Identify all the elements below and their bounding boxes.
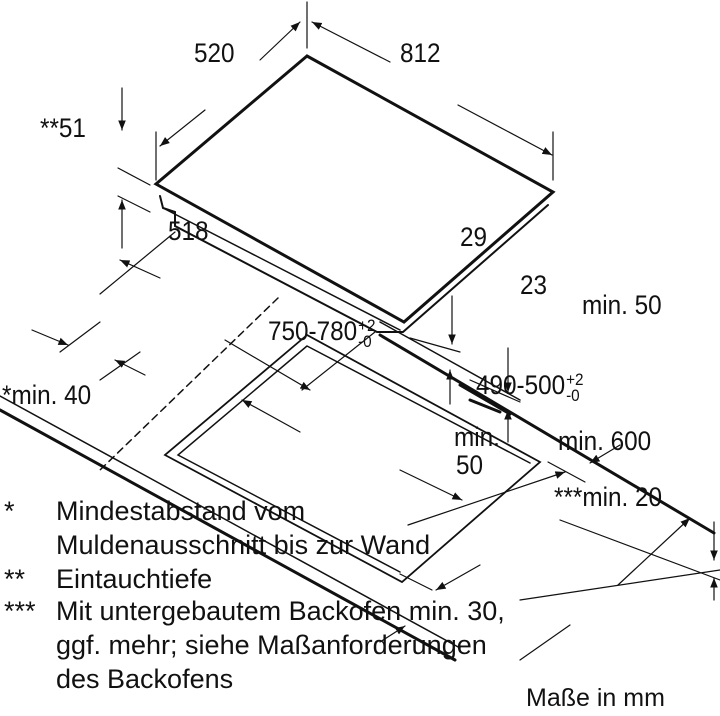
hob-top (153, 54, 556, 324)
dim-23: 23 (520, 270, 548, 300)
note-marker: *** (4, 596, 36, 626)
dim-width: 520 (194, 38, 235, 68)
cutout-length-value: 750-780 (268, 316, 358, 346)
dim-min-20: ***min. 20 (554, 482, 663, 512)
dim-min-600: min. 600 (558, 426, 652, 456)
cutout-outline (163, 333, 542, 584)
note-text: des Backofens (56, 664, 234, 694)
note-text: Mindestabstand vom (56, 496, 306, 526)
tolerance-minus: -0 (358, 332, 372, 351)
dim-immersion-depth: **51 (40, 113, 86, 143)
dim-min-40: *min. 40 (2, 380, 92, 410)
note-marker: * (4, 496, 15, 526)
tolerance-minus: -0 (566, 386, 580, 405)
dim-length: 812 (400, 38, 441, 68)
dim-29: 29 (460, 222, 488, 252)
note-text: Muldenausschnitt bis zur Wand (56, 530, 431, 560)
note-3: *** Mit untergebautem Backofen min. 30, … (4, 598, 664, 698)
dim-min-50-front-2: 50 (456, 450, 484, 480)
dashed-wall-line (99, 297, 279, 471)
note-text: Mit untergebautem Backofen min. 30, (56, 596, 505, 626)
dim-min-50-front-1: min. (454, 422, 500, 452)
tolerance-plus: +2 (566, 370, 584, 389)
note-marker: ** (4, 564, 26, 594)
dim-cutout-length: 750-780+2-0 (268, 316, 376, 351)
tolerance-plus: +2 (358, 316, 376, 335)
note-text: ggf. mehr; siehe Maßanforderungen (56, 630, 487, 660)
dim-cutout-depth: 490-500+2-0 (476, 370, 584, 405)
note-2: ** Eintauchtiefe (4, 566, 624, 596)
cutout-depth-value: 490-500 (476, 370, 566, 400)
countertop-front-edge (0, 395, 461, 649)
note-text: Eintauchtiefe (56, 564, 213, 594)
units-label: Maße in mm (526, 684, 665, 712)
note-1: * Mindestabstand vom Muldenausschnitt bi… (4, 496, 624, 560)
dim-min-50-right: min. 50 (582, 290, 662, 320)
dim-518: 518 (168, 216, 209, 246)
